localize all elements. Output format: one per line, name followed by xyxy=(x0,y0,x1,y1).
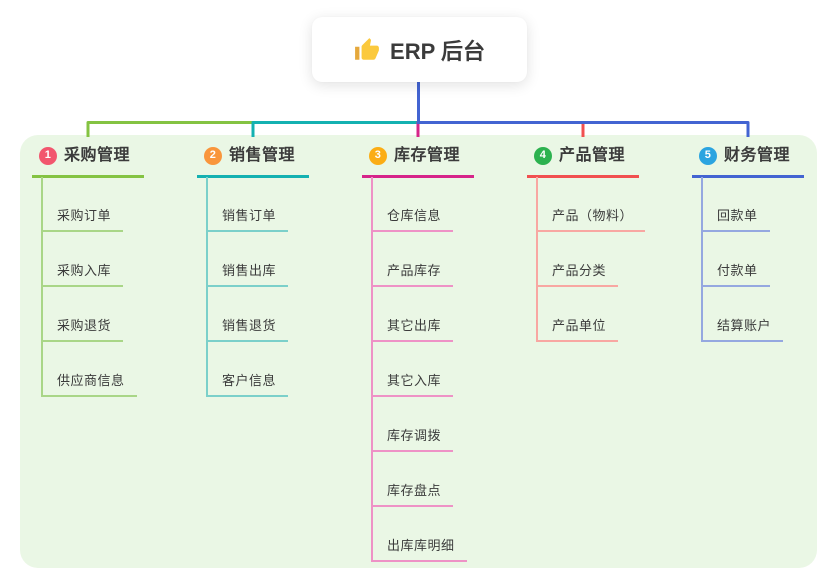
child-node-4-3[interactable]: 产品单位 xyxy=(536,308,619,342)
child-node-2-1[interactable]: 销售订单 xyxy=(206,198,289,232)
child-node-label: 付款单 xyxy=(717,263,758,278)
child-node-label: 销售出库 xyxy=(222,263,277,278)
child-node-label: 销售退货 xyxy=(222,318,277,333)
child-node-3-7[interactable]: 出库库明细 xyxy=(371,528,467,562)
branch-3-badge: 3 xyxy=(369,146,387,165)
branch-node-2[interactable]: 2 销售管理 xyxy=(197,145,310,178)
child-node-1-1[interactable]: 采购订单 xyxy=(41,198,124,232)
child-node-3-2[interactable]: 产品库存 xyxy=(371,253,454,287)
child-node-2-3[interactable]: 销售退货 xyxy=(206,308,289,342)
child-node-3-6[interactable]: 库存盘点 xyxy=(371,473,454,507)
child-node-3-4[interactable]: 其它入库 xyxy=(371,363,454,397)
child-node-2-4[interactable]: 客户信息 xyxy=(206,363,289,397)
child-node-3-5[interactable]: 库存调拨 xyxy=(371,418,454,452)
branch-node-1[interactable]: 1 采购管理 xyxy=(32,145,145,178)
child-node-label: 产品（物料） xyxy=(552,208,634,223)
branch-node-3[interactable]: 3 库存管理 xyxy=(362,145,475,178)
branches-panel xyxy=(20,135,817,568)
branch-4-connector xyxy=(418,121,585,137)
child-node-3-3[interactable]: 其它出库 xyxy=(371,308,454,342)
child-node-5-1[interactable]: 回款单 xyxy=(701,198,770,232)
branch-5-badge: 5 xyxy=(699,146,717,165)
child-node-5-2[interactable]: 付款单 xyxy=(701,253,770,287)
branch-2-spine xyxy=(206,177,208,397)
child-node-1-3[interactable]: 采购退货 xyxy=(41,308,124,342)
child-node-label: 库存调拨 xyxy=(387,428,442,443)
branch-4-spine xyxy=(536,177,538,342)
child-node-label: 产品分类 xyxy=(552,263,607,278)
child-node-label: 回款单 xyxy=(717,208,758,223)
branch-3-spine xyxy=(371,177,373,562)
branch-5-label: 财务管理 xyxy=(724,147,791,164)
child-node-label: 采购入库 xyxy=(57,263,112,278)
thumbs-up-icon xyxy=(355,37,379,60)
child-node-label: 采购订单 xyxy=(57,208,112,223)
branch-4-label: 产品管理 xyxy=(559,147,626,164)
child-node-label: 产品单位 xyxy=(552,318,607,333)
child-node-label: 仓库信息 xyxy=(387,208,442,223)
branch-2-connector xyxy=(251,121,419,137)
branch-5-spine xyxy=(701,177,703,342)
branch-1-spine xyxy=(41,177,43,397)
branch-1-label: 采购管理 xyxy=(64,147,131,164)
branch-2-badge: 2 xyxy=(204,146,222,165)
child-node-1-2[interactable]: 采购入库 xyxy=(41,253,124,287)
child-node-label: 出库库明细 xyxy=(387,538,455,553)
child-node-3-1[interactable]: 仓库信息 xyxy=(371,198,454,232)
branch-3-label: 库存管理 xyxy=(394,147,461,164)
branch-2-label: 销售管理 xyxy=(229,147,296,164)
root-node[interactable]: ERP 后台 xyxy=(312,17,527,82)
child-node-4-1[interactable]: 产品（物料） xyxy=(536,198,646,232)
child-node-2-2[interactable]: 销售出库 xyxy=(206,253,289,287)
child-node-label: 结算账户 xyxy=(717,318,772,333)
branch-4-badge: 4 xyxy=(534,146,552,165)
branch-node-5[interactable]: 5 财务管理 xyxy=(692,145,805,178)
child-node-4-2[interactable]: 产品分类 xyxy=(536,253,619,287)
root-label: ERP 后台 xyxy=(390,38,485,64)
child-node-label: 产品库存 xyxy=(387,263,442,278)
child-node-label: 其它出库 xyxy=(387,318,442,333)
child-node-label: 其它入库 xyxy=(387,373,442,388)
branch-1-badge: 1 xyxy=(39,146,57,165)
child-node-label: 销售订单 xyxy=(222,208,277,223)
child-node-label: 库存盘点 xyxy=(387,483,442,498)
child-node-label: 采购退货 xyxy=(57,318,112,333)
child-node-label: 客户信息 xyxy=(222,373,277,388)
child-node-5-3[interactable]: 结算账户 xyxy=(701,308,784,342)
child-node-1-4[interactable]: 供应商信息 xyxy=(41,363,137,397)
branch-node-4[interactable]: 4 产品管理 xyxy=(527,145,640,178)
branch-3-connector xyxy=(416,121,420,137)
branch-5-connector xyxy=(418,121,750,137)
child-node-label: 供应商信息 xyxy=(57,373,125,388)
